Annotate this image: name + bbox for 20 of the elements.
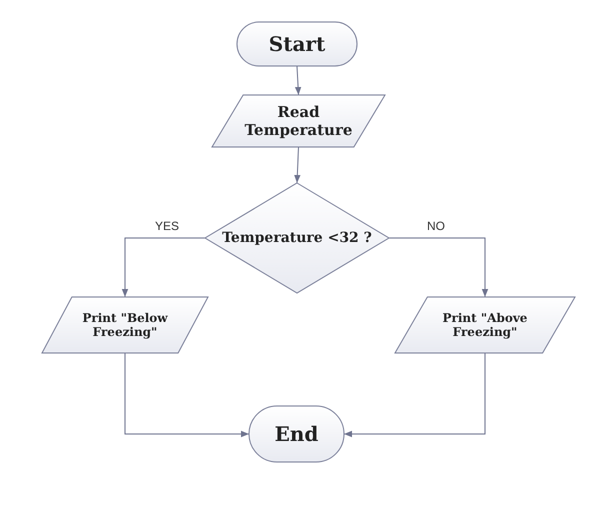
end-terminal (249, 406, 344, 462)
node-label: Print "Above Freezing" (442, 310, 528, 340)
node-label: Print "Below Freezing" (81, 310, 169, 340)
input-parallelogram (212, 95, 385, 147)
node-label: Read Temperature (244, 103, 354, 139)
node-label: Temperature <32 ? (222, 230, 372, 246)
arrow (344, 352, 486, 438)
decision-diamond (205, 183, 389, 293)
edge-label: YES (153, 219, 182, 233)
node-label: Start (268, 32, 326, 56)
arrow (124, 352, 250, 438)
output-parallelogram (42, 297, 208, 353)
arrow (294, 146, 301, 184)
arrow (122, 238, 206, 298)
edge-label: NO (425, 219, 447, 233)
node-label: End (274, 422, 318, 446)
output-parallelogram (395, 297, 575, 353)
arrow (294, 66, 302, 96)
start-terminal (237, 22, 357, 66)
arrow (388, 238, 488, 298)
